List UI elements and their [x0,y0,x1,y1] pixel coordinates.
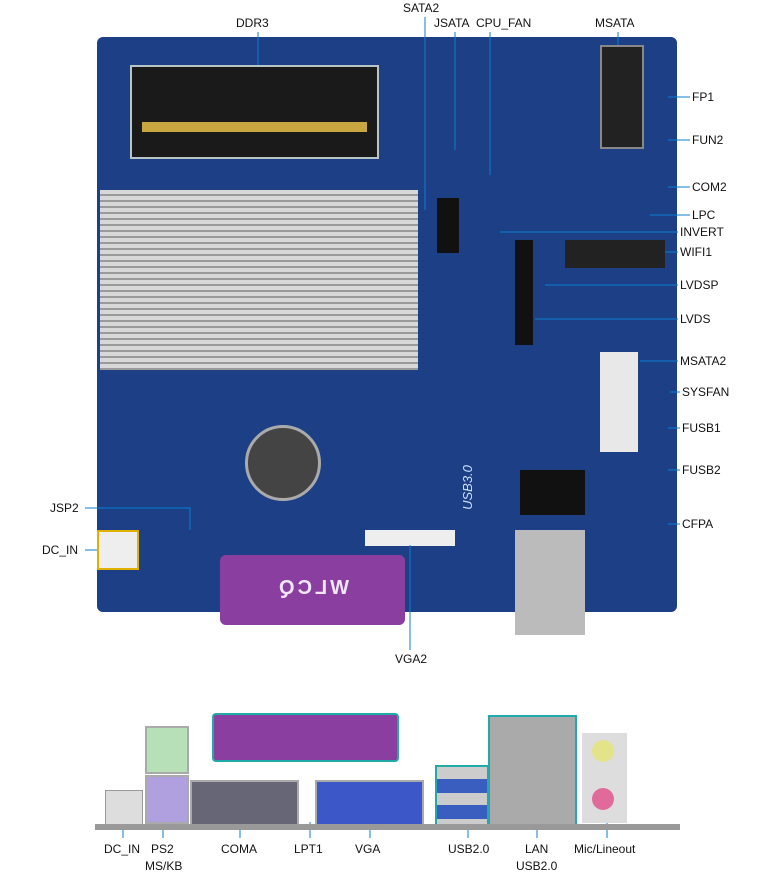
io-label-lan: LAN [525,842,549,856]
io-dc-in-jack [105,790,143,826]
io-ps2-keyboard-port [145,775,189,824]
label-cpu-fan: CPU_FAN [476,16,532,30]
label-jsata: JSATA [434,16,470,30]
io-ps2-mouse-port [145,726,189,774]
io-vga-port [315,780,424,826]
label-lvdsp: LVDSP [680,278,719,292]
io-panel-plate [95,824,680,830]
io-label-ms-kb: MS/KB [145,859,183,873]
io-label-ps2: PS2 [151,842,174,856]
vga2-header [365,530,455,546]
label-fp1: FP1 [692,90,715,104]
cmos-battery [245,425,321,501]
io-lineout-jack [592,788,614,810]
label-sysfan: SYSFAN [682,385,730,399]
label-cfpa: CFPA [682,517,714,531]
io-usb-ports [435,765,489,827]
chipset [520,470,585,515]
io-lan-usb-ports [488,715,577,826]
io-mic-jack [592,740,614,762]
cpu-heatsink [100,190,418,370]
label-jsp2: JSP2 [50,501,79,515]
label-lvds: LVDS [680,312,711,326]
io-label-usb20: USB2.0 [448,842,490,856]
io-label-coma: COMA [221,842,257,856]
lan-port [515,530,585,635]
label-msata: MSATA [595,16,635,30]
label-sata2: SATA2 [403,1,440,15]
label-fusb2: FUSB2 [682,463,721,477]
msata-slot [600,45,644,149]
sata2-connector [437,198,459,253]
label-msata2: MSATA2 [680,354,727,368]
label-fun2: FUN2 [692,133,724,147]
io-label-vga: VGA [355,842,381,856]
io-label-lan-usb20: USB2.0 [516,859,558,873]
lvds-header [515,240,533,345]
dc-in-connector [97,530,139,570]
label-fusb1: FUSB1 [682,421,721,435]
ddr3-slot [130,65,379,159]
io-label-mic-lineout: Mic/Lineout [574,842,636,856]
label-com2: COM2 [692,180,727,194]
msata2-slot [600,352,638,452]
lpt-port: WLCQ [220,555,405,625]
label-dc-in: DC_IN [42,543,79,557]
io-com-port [190,780,299,826]
label-ddr3: DDR3 [236,16,269,30]
label-invert: INVERT [680,225,724,239]
label-lpc: LPC [692,208,716,222]
wifi1-slot [565,240,665,268]
io-label-dc-in: DC_IN [104,842,141,856]
io-label-lpt1: LPT1 [294,842,323,856]
label-vga2: VGA2 [395,652,428,666]
label-wifi1: WIFI1 [680,245,712,259]
io-lpt-port [212,713,399,762]
